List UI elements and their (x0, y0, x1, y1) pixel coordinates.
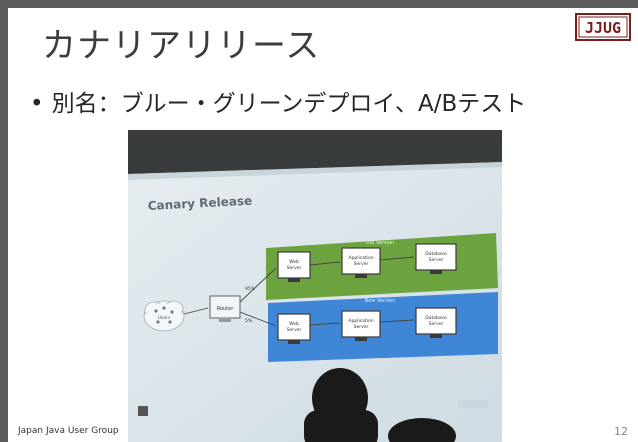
svg-text:Web: Web (289, 321, 299, 327)
new-version-label: New Version (365, 298, 396, 304)
svg-text:Database: Database (425, 315, 447, 321)
router-label: Router (217, 306, 235, 312)
page-number: 12 (614, 425, 628, 438)
svg-text:Application: Application (348, 255, 373, 261)
new-application-server: Application Server (341, 310, 381, 341)
footer-organization: Japan Java User Group (18, 426, 119, 436)
jjug-logo: JJUG (575, 13, 631, 41)
svg-text:Server: Server (429, 321, 444, 327)
svg-text:Server: Server (287, 265, 302, 271)
svg-text:Server: Server (354, 261, 369, 267)
slide-title: カナリアリリース (42, 26, 321, 66)
flow-arrows (183, 256, 415, 327)
svg-text:Server: Server (429, 257, 444, 263)
bullet-text: 別名：ブルー・グリーンデプロイ、A/Bテスト (51, 91, 527, 117)
svg-text:Server: Server (287, 327, 302, 333)
old-application-server: Application Server (341, 247, 381, 278)
new-percentage: 5% (245, 318, 253, 324)
bullet-marker: • (30, 91, 44, 117)
bullet-alias: • 別名：ブルー・グリーンデプロイ、A/Bテスト (30, 84, 526, 118)
photo-slide-title: Canary Release (147, 194, 252, 213)
old-database-server: Database Server (415, 243, 457, 274)
svg-text:Server: Server (354, 324, 369, 330)
new-web-server: Web Server (277, 313, 311, 344)
new-database-server: Database Server (415, 307, 457, 338)
old-percentage: 95% (245, 286, 256, 292)
router-box (209, 295, 241, 319)
canary-release-photo: Canary Release Old Version New Version U… (128, 130, 502, 442)
svg-text:Application: Application (348, 318, 373, 324)
svg-text:Web: Web (289, 259, 299, 265)
audience-silhouettes (138, 368, 456, 442)
top-border-bar (0, 0, 638, 8)
left-border-bar (0, 0, 8, 442)
users-cloud-icon (143, 300, 185, 332)
old-web-server: Web Server (277, 251, 311, 282)
old-version-label: Old Version (366, 240, 394, 246)
svg-text:Database: Database (425, 251, 447, 257)
users-label: Users (158, 315, 171, 321)
logo-text: JJUG (585, 19, 621, 37)
